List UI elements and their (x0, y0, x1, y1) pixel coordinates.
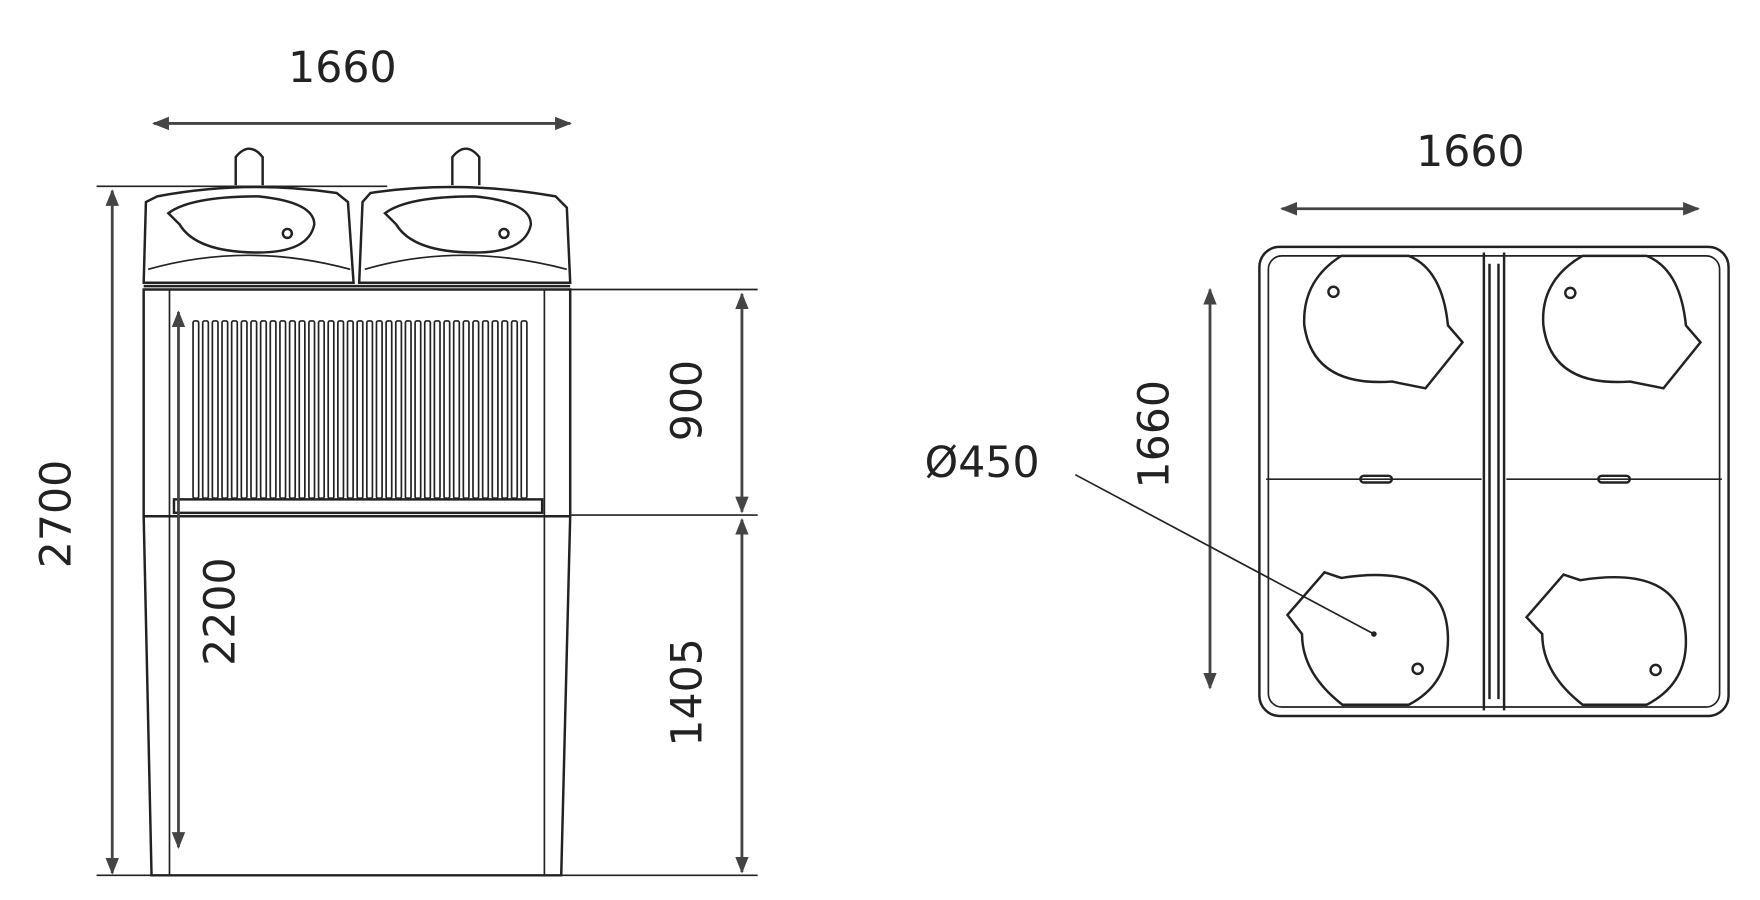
grille-slat (298, 320, 306, 500)
lid-left (142, 147, 355, 285)
grille-slat (375, 320, 383, 500)
grille-slat (221, 320, 229, 500)
grille-slat (394, 320, 403, 500)
grille-slat (404, 320, 412, 500)
grille-slat (269, 320, 277, 500)
front-view: 1660 2700 2200 900 1405 (32, 43, 758, 877)
grille-slat (462, 320, 470, 500)
leader-dot (1371, 631, 1377, 637)
grille-slat (356, 320, 364, 500)
grille-slat (481, 320, 490, 500)
grille-slat (317, 320, 326, 500)
top-depth-label: 1660 (1129, 380, 1179, 488)
inner-height-label: 2200 (196, 557, 246, 665)
grille-slat (211, 320, 219, 500)
grille-slat (385, 320, 393, 500)
opening-bottom-left (1285, 570, 1450, 706)
grille-slat (192, 320, 200, 500)
grille-slat (452, 320, 461, 500)
grille-slat (288, 320, 297, 500)
grille-slat (259, 320, 268, 500)
opening-bottom-right (1524, 573, 1688, 706)
grille-slat (327, 320, 335, 500)
grille-slat (250, 320, 258, 500)
diameter-leader-line (1074, 473, 1375, 635)
grille-slat (501, 320, 509, 500)
grille-slat (346, 320, 354, 500)
grille-slat (520, 320, 528, 500)
upper-section-label: 900 (663, 360, 713, 441)
grille-slat (423, 320, 432, 500)
grille-slat (201, 320, 210, 500)
top-outline (1258, 245, 1730, 718)
top-width-label: 1660 (1416, 127, 1524, 177)
grille-slat (472, 320, 480, 500)
grille-slat (240, 320, 248, 500)
grille-slat (491, 320, 499, 500)
opening-diameter-label: Ø450 (925, 438, 1040, 488)
grille-slat (510, 320, 519, 500)
grille-slat (433, 320, 441, 500)
opening-top-left (1303, 254, 1465, 390)
divider-plate (172, 498, 544, 515)
lower-section-label: 1405 (663, 638, 713, 746)
opening-top-right (1541, 254, 1703, 390)
lid-right (357, 147, 572, 285)
ventilation-grille (192, 320, 528, 500)
total-height-label: 2700 (32, 460, 82, 568)
grille-slat (230, 320, 239, 500)
top-view: 1660 1660 Ø450 (925, 127, 1730, 718)
grille-slat (279, 320, 287, 500)
grille-slat (414, 320, 422, 500)
grille-slat (365, 320, 374, 500)
front-width-label: 1660 (288, 43, 396, 93)
grille-slat (443, 320, 451, 500)
grille-slat (308, 320, 316, 500)
grille-slat (337, 320, 345, 500)
